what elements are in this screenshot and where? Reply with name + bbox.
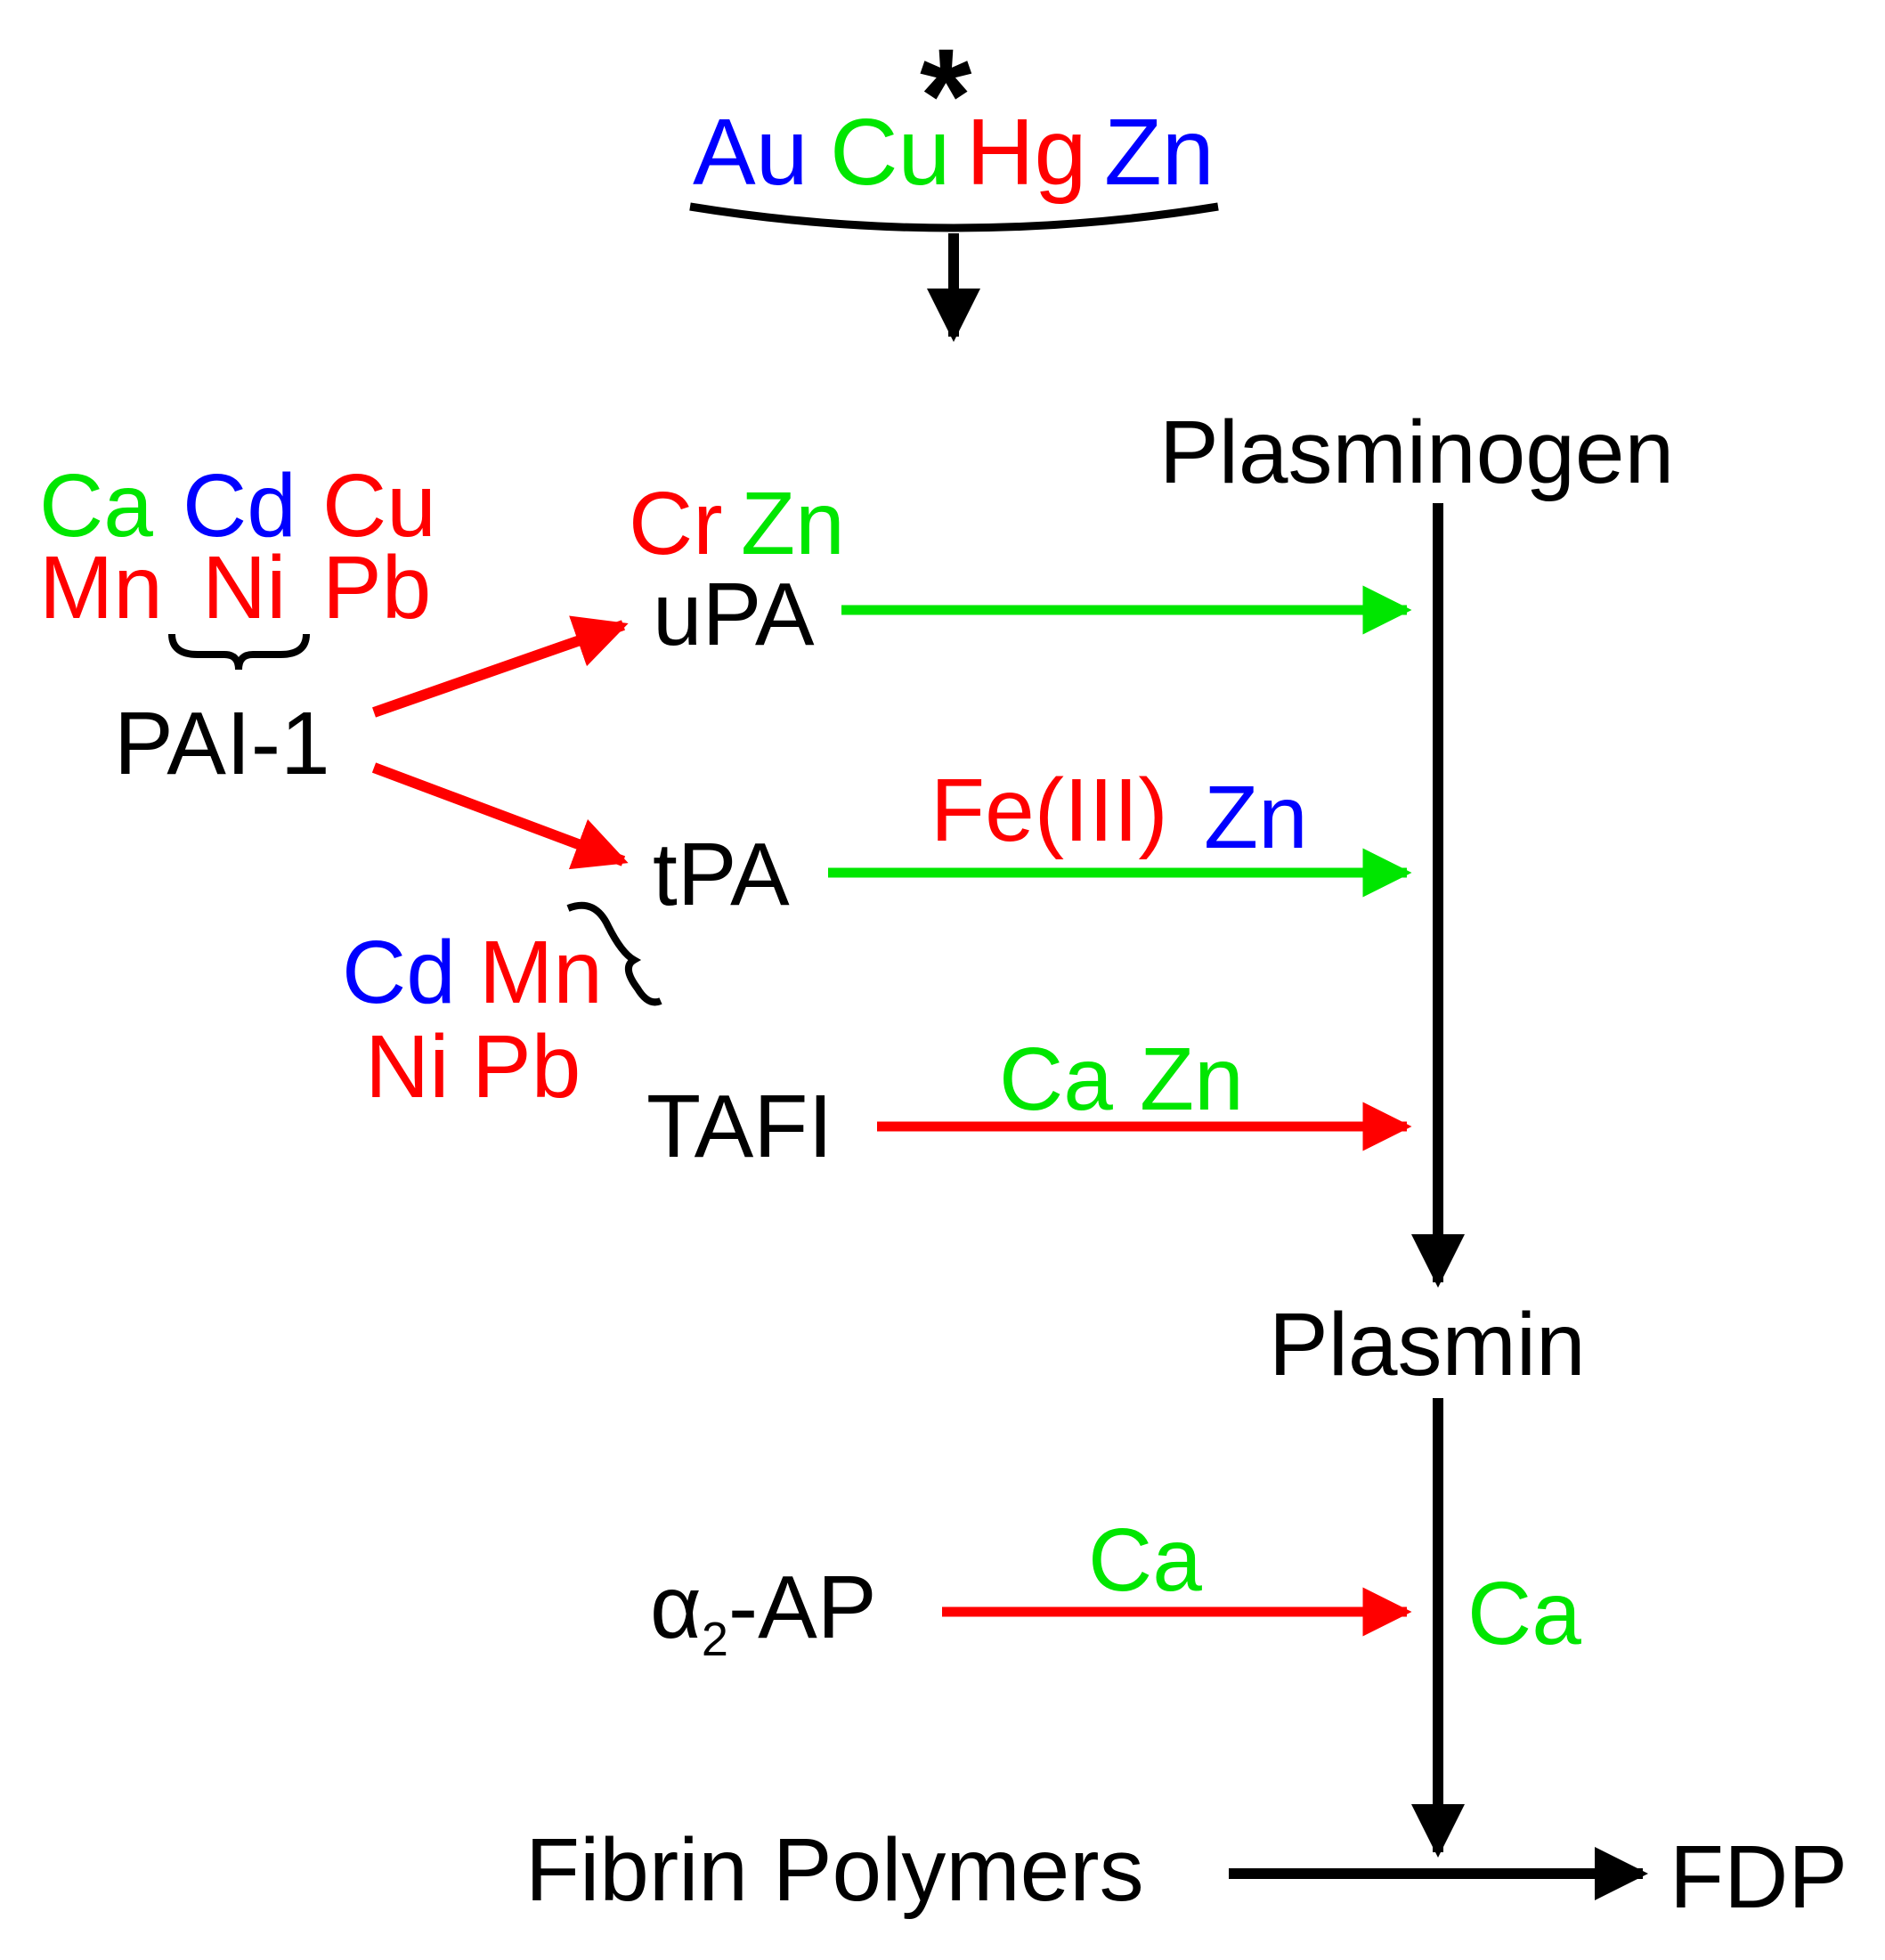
pai1-metals-brace	[168, 633, 310, 671]
tpa-metals-brace	[566, 901, 662, 1006]
tpa-metal-cd: Cd	[342, 923, 456, 1022]
pai1-metal-ca: Ca	[39, 456, 153, 556]
pai1-to-upa-arrow	[372, 615, 629, 718]
plasmin-node: Plasmin	[1269, 1295, 1586, 1395]
upa-metal-zn: Zn	[741, 474, 845, 573]
asterisk-marker: *	[920, 20, 972, 170]
top-metals-bracket	[689, 202, 1219, 232]
plasmin-arrow-metal-ca: Ca	[1467, 1564, 1581, 1663]
tpa-node: tPA	[653, 825, 790, 924]
pai1-metal-pb: Pb	[322, 538, 432, 638]
fdp-node: FDP	[1670, 1827, 1848, 1927]
top-metal-cu: Cu	[830, 100, 951, 205]
tpa-metal-mn: Mn	[479, 923, 603, 1022]
tafi-arrow-metal-zn: Zn	[1140, 1029, 1244, 1129]
pai1-node: PAI-1	[114, 694, 330, 793]
tpa-metal-pb: Pb	[472, 1017, 581, 1117]
top-metal-hg: Hg	[966, 100, 1087, 205]
pai1-metal-cd: Cd	[183, 456, 297, 556]
top-metal-au: Au	[693, 100, 808, 205]
alpha2ap-arrow-metal-ca: Ca	[1088, 1510, 1202, 1610]
upa-metal-cr: Cr	[629, 474, 723, 573]
alpha2ap-alpha: α	[650, 1557, 702, 1657]
tafi-arrow-metal-ca: Ca	[999, 1029, 1113, 1129]
pai1-metal-ni: Ni	[202, 538, 287, 638]
pai1-metal-mn: Mn	[39, 538, 163, 638]
alpha2ap-subscript: 2	[701, 1613, 728, 1666]
plasminogen-node: Plasminogen	[1159, 403, 1675, 502]
tafi-node: TAFI	[646, 1077, 833, 1176]
tpa-arrow-metal-fe3: Fe(III)	[930, 760, 1168, 860]
alpha2ap-node: α2-AP	[650, 1563, 877, 1663]
tpa-arrow-metal-zn: Zn	[1204, 768, 1308, 867]
pai1-metal-cu: Cu	[322, 456, 436, 556]
pai1-to-tpa-arrow	[371, 762, 629, 870]
fibrin-polymers-node: Fibrin Polymers	[525, 1820, 1144, 1920]
upa-node: uPA	[653, 565, 815, 664]
alpha2ap-suffix: -AP	[727, 1557, 877, 1657]
top-metal-zn: Zn	[1104, 100, 1215, 205]
tpa-metal-ni: Ni	[365, 1017, 450, 1117]
